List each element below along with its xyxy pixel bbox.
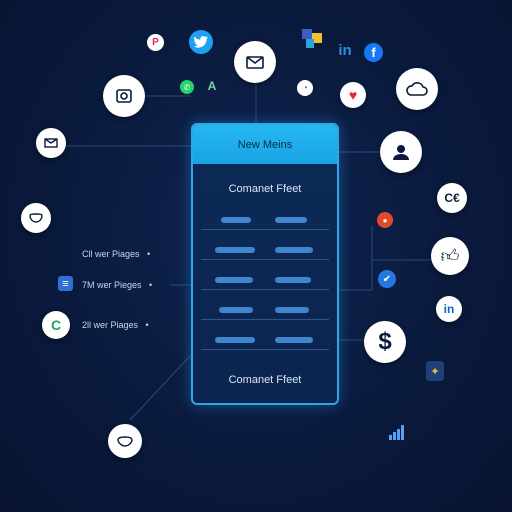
phone-header: New Meins bbox=[193, 125, 337, 164]
puzzle-app-icon[interactable] bbox=[300, 27, 324, 51]
divider bbox=[201, 319, 329, 320]
photo-icon[interactable] bbox=[103, 75, 145, 117]
placeholder-bar bbox=[275, 277, 311, 283]
heart-icon[interactable]: ♥ bbox=[340, 82, 366, 108]
linkedin-icon[interactable]: in bbox=[338, 41, 352, 59]
a-letter-icon[interactable]: A bbox=[207, 79, 217, 93]
document-icon[interactable]: ≡ bbox=[58, 276, 73, 291]
user-icon[interactable] bbox=[380, 131, 422, 173]
placeholder-bar bbox=[219, 307, 253, 313]
left-label-text: 7M wer Pieges bbox=[82, 280, 142, 290]
divider bbox=[201, 349, 329, 350]
pinterest-icon[interactable]: P bbox=[147, 34, 164, 51]
left-label-3[interactable]: 2ll wer Piages • bbox=[82, 320, 149, 330]
chat-icon[interactable] bbox=[108, 424, 142, 458]
bag-icon[interactable] bbox=[21, 203, 51, 233]
placeholder-bar bbox=[275, 217, 307, 223]
mail-icon[interactable] bbox=[234, 41, 276, 83]
notification-icon[interactable]: ● bbox=[377, 212, 393, 228]
thumbs-up-icon[interactable]: 👍︎ bbox=[431, 237, 469, 275]
placeholder-bar bbox=[275, 247, 313, 253]
left-label-text: Cll wer Piages bbox=[82, 249, 140, 259]
placeholder-bar bbox=[275, 337, 313, 343]
cloud-icon[interactable] bbox=[396, 68, 438, 110]
left-label-text: 2ll wer Piages bbox=[82, 320, 139, 330]
whatsapp-icon[interactable]: ✆ bbox=[180, 80, 194, 94]
placeholder-bar bbox=[275, 307, 309, 313]
recycle-icon[interactable]: C bbox=[42, 311, 70, 339]
phone-mockup: New Meins Comanet Ffeet Comanet Ffeet bbox=[191, 123, 339, 405]
divider bbox=[201, 229, 329, 230]
app-badge-icon[interactable]: ✦ bbox=[426, 361, 444, 381]
mail-icon-small[interactable] bbox=[36, 128, 66, 158]
left-label-1[interactable]: Cll wer Piages • bbox=[82, 249, 150, 259]
facebook-icon[interactable]: f bbox=[364, 43, 383, 62]
placeholder-bar bbox=[215, 337, 255, 343]
ce-icon[interactable]: C€ bbox=[437, 183, 467, 213]
divider bbox=[201, 259, 329, 260]
placeholder-bar bbox=[215, 247, 255, 253]
placeholder-bar bbox=[215, 277, 253, 283]
phone-footer-title: Comanet Ffeet bbox=[228, 374, 302, 386]
twitter-icon[interactable] bbox=[189, 30, 213, 54]
checkmark-icon[interactable]: ✔ bbox=[378, 270, 396, 288]
bar-chart-icon[interactable] bbox=[388, 423, 406, 441]
linkedin-icon-badge[interactable]: in bbox=[436, 296, 462, 322]
bullet-icon: • bbox=[147, 249, 151, 259]
bullet-icon: • bbox=[149, 280, 153, 290]
left-label-2[interactable]: 7M wer Pieges • bbox=[82, 280, 152, 290]
placeholder-bar bbox=[221, 217, 251, 223]
phone-section-title: Comanet Ffeet bbox=[228, 183, 302, 195]
bullet-icon: • bbox=[145, 320, 149, 330]
refresh-icon[interactable]: ◔ bbox=[297, 80, 313, 96]
divider bbox=[201, 289, 329, 290]
dollar-icon[interactable]: $ bbox=[364, 321, 406, 363]
